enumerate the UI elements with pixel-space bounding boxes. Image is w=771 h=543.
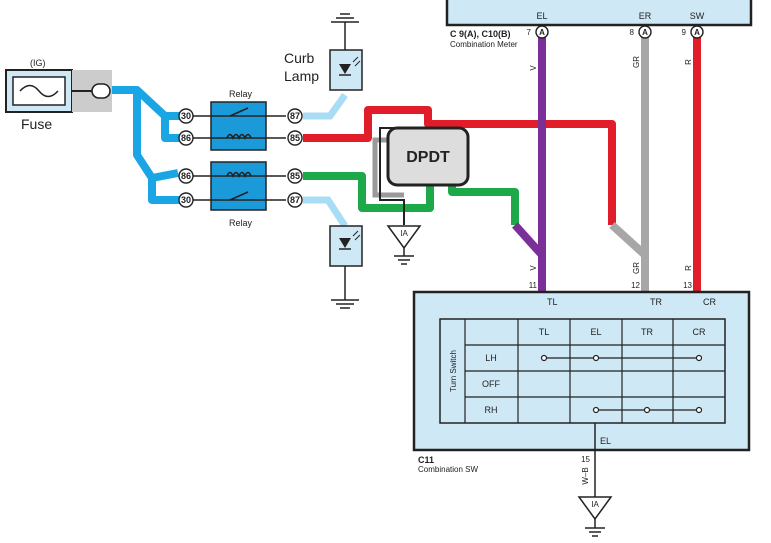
curb-lamp-label-1: Curb (284, 50, 315, 66)
table-header-el: EL (590, 327, 601, 337)
red-wire (303, 35, 701, 292)
relay-2-pin-86 (178, 168, 194, 184)
led-icon (339, 64, 351, 74)
svg-text:30: 30 (181, 111, 191, 121)
wire-color-r-top: R (684, 59, 693, 65)
curb-lamp-top: Curb Lamp (284, 13, 363, 91)
svg-text:85: 85 (290, 171, 300, 181)
wire-color-gr-bottom: GR (632, 262, 641, 274)
relay-1-coil-icon (226, 133, 252, 141)
relay-1-pin-87 (287, 108, 303, 124)
svg-text:A: A (539, 28, 545, 37)
meter-pin-7 (535, 25, 549, 39)
dpdt-box (386, 126, 470, 187)
table-row-rh: RH (485, 405, 498, 415)
switch-terminal-cr: CR (703, 297, 716, 307)
pin-12: 12 (631, 281, 640, 290)
turn-switch-label: Turn Switch (449, 350, 458, 392)
continuity-rh (592, 406, 703, 414)
switch-name: Combination SW (418, 465, 478, 474)
switch-terminal-el: EL (600, 436, 611, 446)
relay-1-switch-icon (229, 107, 249, 117)
curb-lamp-bottom (329, 225, 363, 309)
svg-text:87: 87 (290, 111, 300, 121)
svg-text:9: 9 (682, 28, 687, 37)
svg-text:85: 85 (290, 133, 300, 143)
meter-terminal-er: ER (639, 11, 652, 21)
violet-wire (512, 35, 546, 292)
relay-2-pin-30 (178, 192, 194, 208)
fuse-label: Fuse (21, 116, 52, 132)
svg-text:IA: IA (400, 229, 408, 238)
svg-text:86: 86 (181, 133, 191, 143)
relay-1-pin-30 (178, 108, 194, 124)
pin-13: 13 (683, 281, 692, 290)
svg-text:A: A (642, 28, 648, 37)
meter-pin-9 (690, 25, 704, 39)
curb-lamp-label-2: Lamp (284, 68, 319, 84)
wire-color-gr-top: GR (632, 56, 641, 68)
relay-1: Relay 30 86 87 85 (178, 89, 303, 151)
table-row-lh: LH (485, 353, 497, 363)
svg-text:30: 30 (181, 195, 191, 205)
combination-switch: TL TR CR Turn Switch TL EL TR CR LH OFF … (412, 290, 751, 474)
svg-text:A: A (694, 28, 700, 37)
lamp-feed-wires (303, 92, 348, 228)
fuse-connector-icon (91, 83, 111, 99)
continuity-lh (540, 354, 703, 362)
relay-2-pin-87 (287, 192, 303, 208)
switch-connector: C11 (418, 455, 434, 465)
wire-color-r-bottom: R (684, 265, 693, 271)
svg-text:IA: IA (591, 500, 599, 509)
fuse-icon (19, 84, 59, 98)
pin-15: 15 (581, 455, 590, 464)
relay-2-pin-85 (287, 168, 303, 184)
meter-terminal-sw: SW (690, 11, 705, 21)
relay-2: 86 30 85 87 Relay (178, 161, 303, 228)
meter-connector: C 9(A), C10(B) (450, 29, 511, 39)
switch-terminal-tr: TR (650, 297, 662, 307)
fuse-ig-label: (IG) (30, 58, 46, 68)
table-header-cr: CR (693, 327, 706, 337)
meter-terminal-el: EL (536, 11, 547, 21)
relay-1-label: Relay (229, 89, 253, 99)
svg-text:86: 86 (181, 171, 191, 181)
table-row-off: OFF (482, 379, 500, 389)
relay-1-pin-85 (287, 130, 303, 146)
meter-name: Combination Meter (450, 40, 518, 49)
wire-color-v-top: V (529, 65, 538, 71)
wire-color-wb: W–B (581, 467, 590, 484)
svg-text:8: 8 (630, 28, 635, 37)
combination-meter: EL ER SW C 9(A), C10(B) Combination Mete… (445, 0, 753, 49)
ground-ia-icon-2 (577, 496, 613, 521)
pin-11: 11 (529, 281, 538, 290)
dpdt-switch: DPDT IA (372, 126, 470, 265)
relay-2-label: Relay (229, 218, 253, 228)
switch-terminal-tl: TL (547, 297, 558, 307)
dpdt-label: DPDT (406, 149, 450, 166)
relay-2-coil-icon (226, 171, 252, 179)
wire-color-v-bottom: V (529, 265, 538, 271)
svg-text:7: 7 (527, 28, 532, 37)
gray-wire (609, 35, 649, 292)
green-wire (303, 172, 519, 225)
led-icon-2 (339, 238, 351, 248)
svg-text:87: 87 (290, 195, 300, 205)
table-header-tr: TR (641, 327, 653, 337)
table-header-tl: TL (539, 327, 550, 337)
ground-ia-icon (386, 225, 422, 250)
fuse-feed-wires (112, 86, 180, 204)
relay-1-pin-86 (178, 130, 194, 146)
meter-pin-8 (638, 25, 652, 39)
relay-2-switch-icon (229, 191, 249, 201)
